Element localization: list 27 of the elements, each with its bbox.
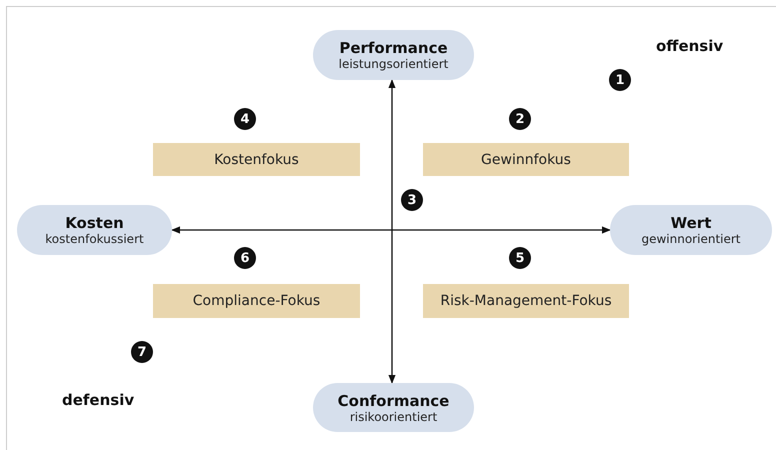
pole-subtitle: gewinnorientiert: [641, 232, 741, 246]
axis-pole-label: [313, 30, 474, 80]
axis-arrow: [171, 226, 611, 234]
axis-pole-label: [610, 205, 772, 255]
quadrant-box: Compliance-Fokus: [153, 284, 360, 318]
quadrant-box: Gewinnfokus: [423, 143, 629, 176]
axis-end-label: defensiv: [62, 391, 134, 409]
pole-subtitle: leistungsorientiert: [338, 57, 448, 71]
axis-end-label: offensiv: [656, 37, 724, 55]
pole-title: Kosten: [65, 214, 124, 232]
axis-pole-label: [313, 383, 474, 432]
callout-number: 4: [234, 108, 256, 130]
callout-number: 2: [509, 108, 531, 130]
pole-title: Performance: [339, 39, 448, 57]
callout-number: 7: [131, 341, 153, 363]
callout-number: 3: [401, 189, 423, 211]
pole-title: Wert: [670, 214, 712, 232]
axis-arrow: [388, 79, 396, 384]
pole-title: Conformance: [338, 392, 450, 410]
quadrant-box: Risk-Management-Fokus: [423, 284, 629, 318]
callout-number: 5: [509, 247, 531, 269]
axis-pole-label: [17, 205, 172, 255]
pole-subtitle: risikoorientiert: [350, 410, 438, 424]
callout-number: 1: [609, 69, 631, 91]
callout-number: 6: [234, 247, 256, 269]
pole-subtitle: kostenfokussiert: [45, 232, 144, 246]
quadrant-box: Kostenfokus: [153, 143, 360, 176]
